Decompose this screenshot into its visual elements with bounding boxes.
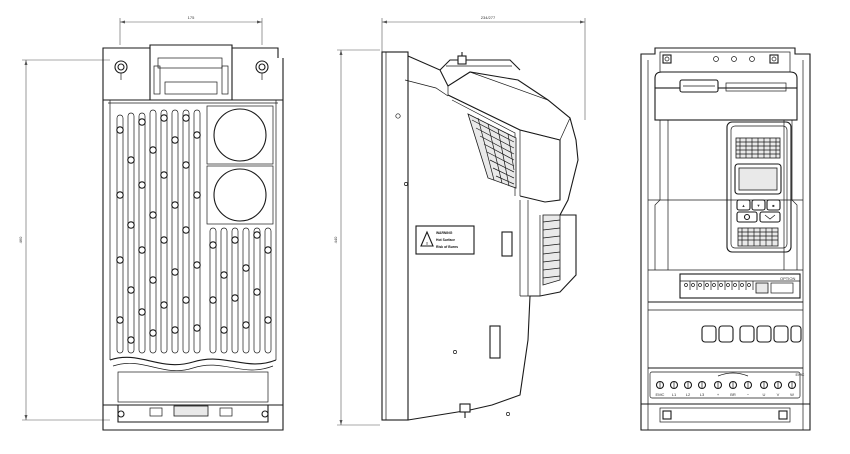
warning-label: ! WARNING Hot Surface Risk of Burns <box>415 225 475 255</box>
warning-line1: Hot Surface <box>436 238 455 242</box>
dimension-side-depth-text: 234/277 <box>481 15 496 20</box>
side-vent-grill <box>467 113 517 189</box>
terminal-label: W <box>790 392 794 397</box>
rear-heatsink-view: 175 460 <box>18 15 284 431</box>
terminal-label: EMC <box>656 392 665 397</box>
terminal-label: L1 <box>672 392 677 397</box>
svg-text:▲: ▲ <box>742 203 746 208</box>
terminal-label: BR <box>730 392 736 397</box>
cable-gland-knockouts <box>701 325 802 343</box>
terminal-label: + <box>717 392 720 397</box>
heatsink-pins <box>116 114 272 344</box>
terminal-label: − <box>747 392 750 397</box>
dimension-front-height: 460 <box>18 59 110 421</box>
terminal-label: L3 <box>700 392 705 397</box>
keyhole-left <box>114 60 128 80</box>
warning-line2: Risk of Burns <box>436 245 458 249</box>
svg-text:▼: ▼ <box>757 203 761 208</box>
option-label: OPTION <box>780 276 795 281</box>
side-view: 234/277 440 <box>333 15 586 426</box>
terminal-label: L2 <box>686 392 691 397</box>
keyhole-right <box>255 60 269 80</box>
terminal-label: V <box>777 392 780 397</box>
side-vent-lower <box>542 214 561 286</box>
dimension-side-height-text: 440 <box>333 236 338 243</box>
front-view: ▲ ▼ ■ OPTION <box>640 47 811 431</box>
svg-text:■: ■ <box>772 203 775 208</box>
terminal-labels: EMC L1 L2 L3 + BR − U V W EMC <box>656 372 805 397</box>
control-terminal-strip: OPTION <box>679 273 801 299</box>
dimension-side-height: 440 <box>333 49 380 426</box>
control-keypad: ▲ ▼ ■ <box>726 121 792 253</box>
heatsink-fins <box>116 109 272 354</box>
terminal-label: EMC <box>796 372 805 377</box>
terminal-label: U <box>763 392 766 397</box>
fan-opening-lower <box>206 165 274 225</box>
dimension-side-depth: 234/277 <box>381 15 586 120</box>
dimension-front-height-text: 460 <box>18 236 23 243</box>
dimension-mount-width-text: 175 <box>188 15 195 20</box>
fan-opening-upper <box>206 105 274 165</box>
power-terminal-block <box>649 371 801 399</box>
dimension-mount-width: 175 <box>119 15 263 45</box>
warning-title: WARNING <box>436 231 453 235</box>
svg-text:!: ! <box>426 241 428 246</box>
